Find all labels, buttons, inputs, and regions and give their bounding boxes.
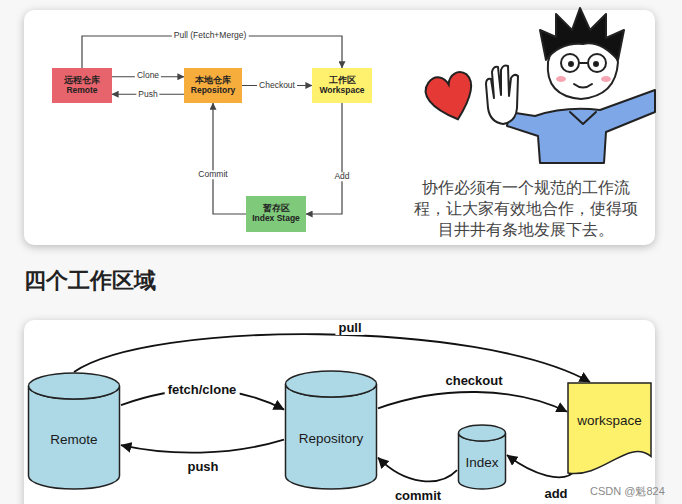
heart-icon	[423, 69, 480, 126]
edge-label: Commit	[196, 170, 229, 179]
node-label: 远程仓库 Remote	[57, 76, 107, 96]
cylinder-outline	[27, 372, 121, 490]
edge-label: Add	[332, 172, 351, 181]
node-label: 暂存区 Index Stage	[251, 204, 301, 224]
edge-label: pull	[335, 321, 364, 335]
edge-label: push	[184, 460, 221, 474]
edge-label: Checkout	[257, 81, 297, 90]
index-cylinder: Index	[457, 424, 507, 490]
repository-box: 本地仓库 Repository	[184, 68, 242, 103]
flow-arrow	[82, 36, 342, 68]
curved-arrow	[378, 458, 457, 482]
curved-arrow	[507, 455, 576, 477]
repository-cylinder: Repository	[284, 370, 378, 490]
cylinder-outline	[284, 370, 378, 490]
remote-cylinder: Remote	[27, 372, 121, 490]
edge-label: commit	[392, 489, 444, 503]
node-label: 工作区 Workspace	[317, 76, 367, 96]
document-outline	[567, 382, 652, 475]
edge-label: Clone	[135, 71, 161, 80]
workspace-document: workspace	[567, 382, 652, 475]
caption-note: 协作必须有一个规范的工作流程，让大家有效地合作，使得项目井井有条地发展下去。	[414, 177, 638, 240]
cartoon-man	[486, 8, 655, 163]
remote-box: 远程仓库 Remote	[52, 68, 112, 103]
edge-label: checkout	[442, 374, 505, 388]
edge-label: add	[541, 487, 570, 501]
flow-arrow	[306, 103, 342, 214]
workspace-box: 工作区 Workspace	[312, 68, 372, 103]
node-label: Repository	[299, 431, 364, 446]
node-label: 本地仓库 Repository	[188, 76, 238, 96]
edge-label: Pull (Fetch+Merge)	[172, 31, 249, 40]
watermark: CSDN @魁824	[590, 484, 665, 499]
node-label: Index	[465, 455, 498, 470]
edge-label: Push	[136, 90, 159, 99]
curved-arrow	[378, 392, 567, 412]
curved-arrow	[121, 440, 284, 453]
flow-arrow	[213, 103, 246, 214]
index-box: 暂存区 Index Stage	[246, 196, 306, 232]
edge-label: fetch/clone	[165, 383, 240, 397]
section-heading: 四个工作区域	[24, 266, 156, 296]
node-label: Remote	[50, 432, 97, 447]
node-label: workspace	[577, 413, 642, 428]
